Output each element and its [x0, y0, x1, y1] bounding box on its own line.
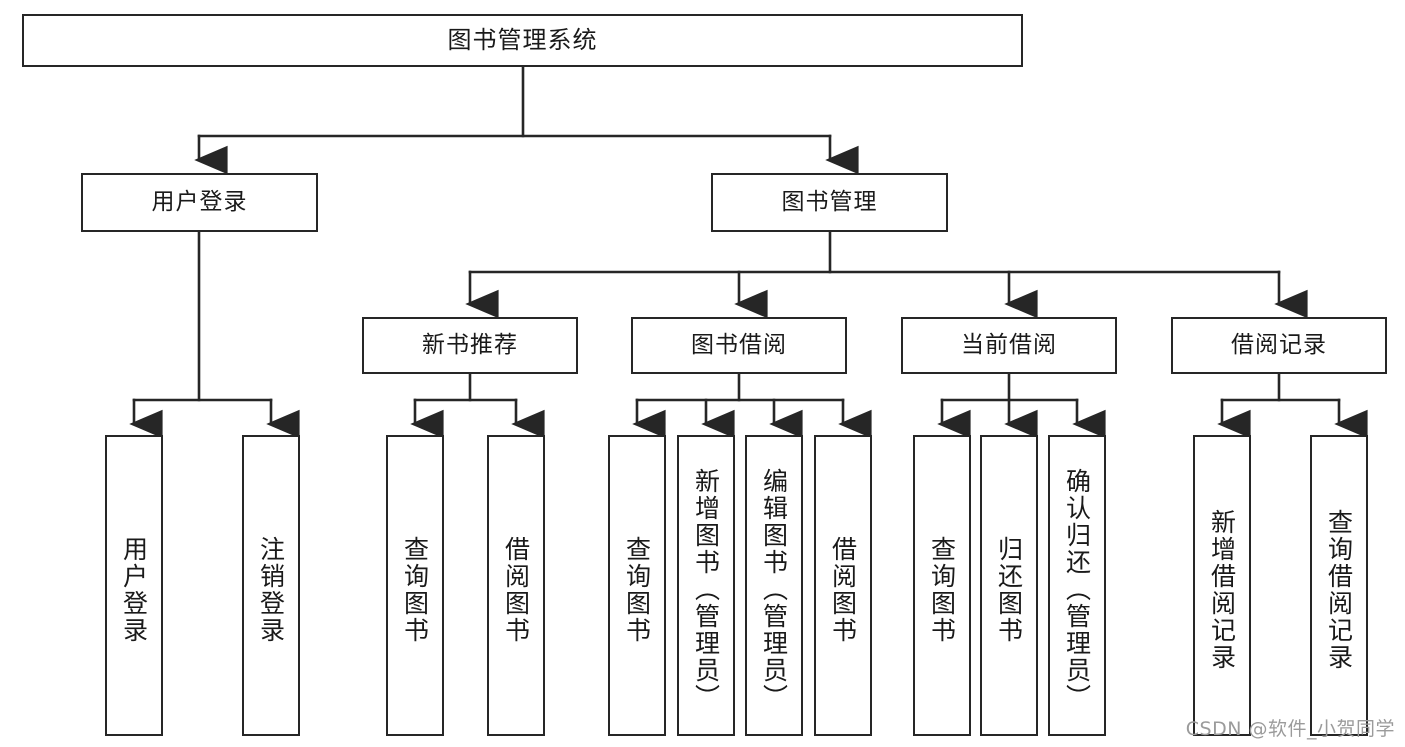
node-label: 查询图书	[622, 535, 652, 644]
node-leaf-edit-book[interactable]: 编辑图书（管理员）	[745, 435, 803, 736]
node-leaf-query-book-borrow[interactable]: 查询图书	[608, 435, 666, 736]
node-leaf-query-borrow-record[interactable]: 查询借阅记录	[1310, 435, 1368, 736]
leaf-inner: 查询图书	[915, 445, 969, 734]
node-label: 查询图书	[400, 535, 430, 644]
leaf-inner: 借阅图书	[816, 445, 870, 734]
node-label: 图书管理	[781, 188, 878, 215]
leaf-inner: 查询图书	[388, 445, 442, 734]
leaf-inner: 新增借阅记录	[1195, 445, 1249, 734]
node-label: 借阅记录	[1231, 331, 1327, 358]
leaf-inner: 归还图书	[982, 445, 1036, 734]
leaf-inner: 查询图书	[610, 445, 664, 734]
node-book-management[interactable]: 图书管理	[711, 173, 948, 232]
node-leaf-borrow-book-recommend[interactable]: 借阅图书	[487, 435, 545, 736]
node-leaf-user-login[interactable]: 用户登录	[105, 435, 163, 736]
node-new-book-recommend[interactable]: 新书推荐	[362, 317, 578, 374]
node-leaf-add-borrow-record[interactable]: 新增借阅记录	[1193, 435, 1251, 736]
node-label: 借阅图书	[501, 535, 531, 644]
csdn-watermark: CSDN @软件_小贺同学	[1185, 718, 1395, 740]
node-label: 当前借阅	[961, 331, 1057, 358]
node-label: 新增借阅记录	[1207, 508, 1237, 671]
node-leaf-borrow-book[interactable]: 借阅图书	[814, 435, 872, 736]
node-label: 新书推荐	[422, 331, 518, 358]
node-book-borrow[interactable]: 图书借阅	[631, 317, 847, 374]
node-leaf-query-book-current[interactable]: 查询图书	[913, 435, 971, 736]
node-label: 确认归还（管理员）	[1062, 468, 1092, 711]
node-label: 注销登录	[256, 535, 286, 644]
node-leaf-confirm-return[interactable]: 确认归还（管理员）	[1048, 435, 1106, 736]
node-label: 查询借阅记录	[1324, 508, 1354, 671]
node-leaf-user-logout[interactable]: 注销登录	[242, 435, 300, 736]
node-leaf-return-book[interactable]: 归还图书	[980, 435, 1038, 736]
leaf-inner: 确认归还（管理员）	[1050, 445, 1104, 734]
node-label: 借阅图书	[828, 535, 858, 644]
node-label: 查询图书	[927, 535, 957, 644]
node-borrow-record[interactable]: 借阅记录	[1171, 317, 1387, 374]
node-user-login[interactable]: 用户登录	[81, 173, 318, 232]
leaf-inner: 查询借阅记录	[1312, 445, 1366, 734]
node-label: 新增图书（管理员）	[691, 468, 721, 711]
node-leaf-query-book-recommend[interactable]: 查询图书	[386, 435, 444, 736]
leaf-inner: 编辑图书（管理员）	[747, 445, 801, 734]
leaf-inner: 借阅图书	[489, 445, 543, 734]
node-label: 用户登录	[119, 535, 149, 644]
node-label: 编辑图书（管理员）	[759, 468, 789, 711]
leaf-inner: 用户登录	[107, 445, 161, 734]
node-root-book-management-system[interactable]: 图书管理系统	[22, 14, 1023, 67]
node-label: 用户登录	[151, 188, 248, 215]
node-label: 归还图书	[994, 535, 1024, 644]
node-label: 图书借阅	[691, 331, 787, 358]
node-label: 图书管理系统	[447, 26, 598, 55]
node-current-borrow[interactable]: 当前借阅	[901, 317, 1117, 374]
leaf-inner: 新增图书（管理员）	[679, 445, 733, 734]
node-leaf-add-book[interactable]: 新增图书（管理员）	[677, 435, 735, 736]
leaf-inner: 注销登录	[244, 445, 298, 734]
